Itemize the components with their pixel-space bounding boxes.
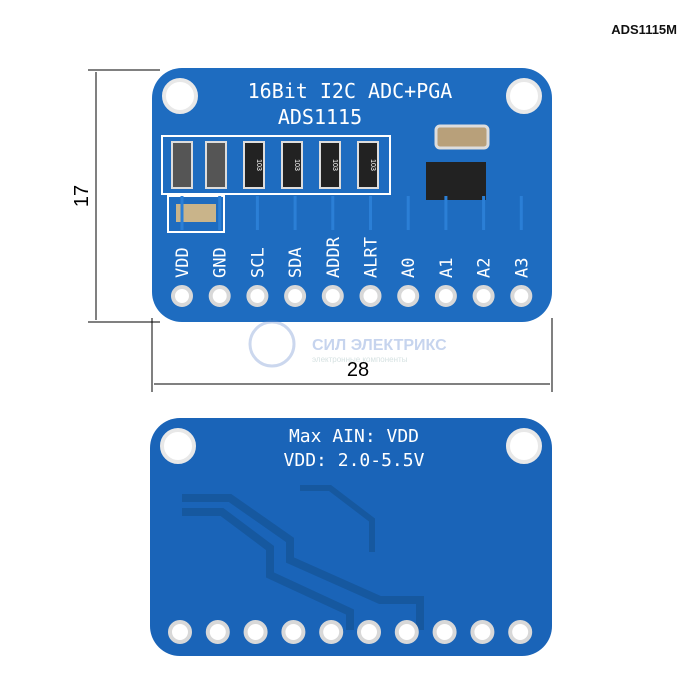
pin-label-addr: ADDR bbox=[324, 236, 344, 278]
pin-label-a1: A1 bbox=[437, 258, 457, 278]
resistor-code: 103 bbox=[331, 159, 338, 171]
height-dimension bbox=[88, 69, 160, 323]
silkscreen-chip: ADS1115 bbox=[278, 105, 362, 129]
capacitor bbox=[205, 141, 227, 189]
width-label: 28 bbox=[347, 359, 369, 381]
pin-pad-back bbox=[508, 620, 533, 644]
watermark-tagline: электронные компоненты bbox=[312, 355, 408, 364]
pin-pad-back bbox=[243, 620, 268, 644]
pin-pad-back bbox=[168, 620, 192, 644]
resistor-code: 103 bbox=[369, 159, 376, 171]
resistor bbox=[281, 141, 303, 189]
resistor-code: 103 bbox=[293, 159, 300, 171]
pin-label-sda: SDA bbox=[286, 247, 306, 278]
pin-pad-back bbox=[319, 620, 344, 644]
pin-pad-alrt bbox=[359, 285, 382, 307]
pin-pad-addr bbox=[321, 285, 344, 307]
pin-label-a3: A3 bbox=[512, 258, 532, 278]
pin-pad-vdd bbox=[171, 285, 193, 307]
pin-label-scl: SCL bbox=[248, 247, 268, 278]
watermark-name: СИЛ ЭЛЕКТРИКС bbox=[312, 337, 447, 354]
pin-label-vdd: VDD bbox=[173, 247, 193, 278]
resistor bbox=[243, 141, 265, 189]
pin-label-gnd: GND bbox=[211, 247, 231, 278]
pin-pad-a1 bbox=[434, 285, 457, 307]
pin-pad-a2 bbox=[472, 285, 495, 307]
resistor bbox=[357, 141, 379, 189]
width-dimension bbox=[151, 318, 553, 392]
pin-pad-a3 bbox=[510, 285, 533, 307]
board-back: Max AIN: VDD VDD: 2.0-5.5V bbox=[150, 418, 552, 656]
pin-pad-back bbox=[205, 620, 230, 644]
silkscreen-max-ain: Max AIN: VDD bbox=[289, 426, 419, 447]
pin-pad-back bbox=[470, 620, 495, 644]
silkscreen-title: 16Bit I2C ADC+PGA bbox=[248, 79, 453, 103]
pin-pad-back bbox=[357, 620, 381, 644]
pin-pad-scl bbox=[246, 285, 269, 307]
capacitor bbox=[171, 141, 193, 189]
pin-pad-back bbox=[281, 620, 306, 644]
pin-label-a2: A2 bbox=[475, 258, 495, 278]
silkscreen-vdd: VDD: 2.0-5.5V bbox=[284, 450, 425, 471]
pin-label-a0: A0 bbox=[399, 258, 419, 278]
pin-pad-back bbox=[432, 620, 457, 644]
pin-pad-sda bbox=[284, 285, 307, 307]
model-label: ADS1115M bbox=[611, 22, 677, 37]
pin-pad-back bbox=[394, 620, 419, 644]
board-front: 16Bit I2C ADC+PGA ADS1115 103 103 103 103 V… bbox=[152, 68, 552, 322]
pin-label-alrt: ALRT bbox=[362, 237, 382, 278]
resistor-code: 103 bbox=[255, 159, 262, 171]
resistor bbox=[319, 141, 341, 189]
pin-pad-a0 bbox=[397, 285, 420, 307]
height-label: 17 bbox=[71, 185, 93, 207]
watermark-logo: СИЛ ЭЛЕКТРИКС электронные компоненты bbox=[248, 320, 447, 368]
pin-pad-gnd bbox=[208, 285, 231, 307]
